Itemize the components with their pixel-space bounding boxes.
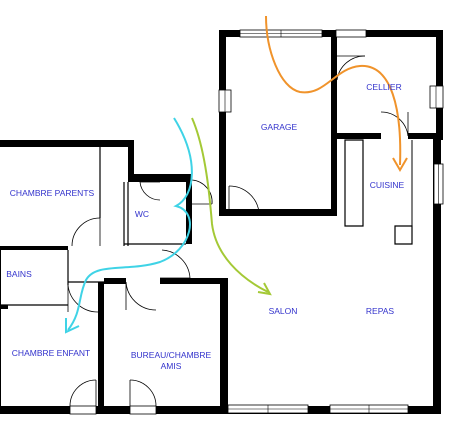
door-wc	[139, 181, 161, 201]
flow-orange-arrow	[265, 15, 408, 172]
cellier-cuisine-door	[380, 111, 409, 137]
left-block-walls	[0, 140, 228, 414]
cellier-top-opening	[335, 29, 367, 38]
room-label-chambre-parents: CHAMBRE PARENTS	[10, 188, 95, 198]
door-bottom-left-2	[129, 379, 157, 415]
garage-left-window	[218, 89, 232, 113]
flow-green-arrow	[191, 117, 272, 296]
door-bains	[67, 282, 99, 313]
room-label-salon: SALON	[269, 306, 298, 316]
room-label-garage: GARAGE	[261, 122, 298, 132]
kitchen-right-window	[433, 163, 444, 205]
room-label-cuisine: CUISINE	[370, 180, 405, 190]
room-label-repas: REPAS	[366, 306, 395, 316]
room-label-bureau-line1: BUREAU/CHAMBRE	[131, 350, 212, 360]
garage-walls	[219, 30, 443, 216]
room-label-bains: BAINS	[6, 269, 32, 279]
room-label-chambre-enfant: CHAMBRE ENFANT	[12, 348, 90, 358]
room-label-wc: WC	[135, 209, 149, 219]
flow-cyan-arrow	[65, 117, 193, 334]
door-bureau	[125, 281, 157, 311]
cellier-right-window	[429, 85, 444, 109]
door-hall	[191, 179, 213, 205]
door-hall-2	[160, 249, 191, 279]
door-parents	[71, 217, 101, 247]
kitchen-counter	[344, 139, 413, 245]
garage-hall-door	[228, 185, 260, 216]
door-bottom-left-1	[69, 379, 97, 415]
room-label-cellier: CELLIER	[366, 82, 401, 92]
room-label-bureau-line2: AMIS	[161, 361, 182, 371]
garage-top-window	[239, 29, 323, 38]
